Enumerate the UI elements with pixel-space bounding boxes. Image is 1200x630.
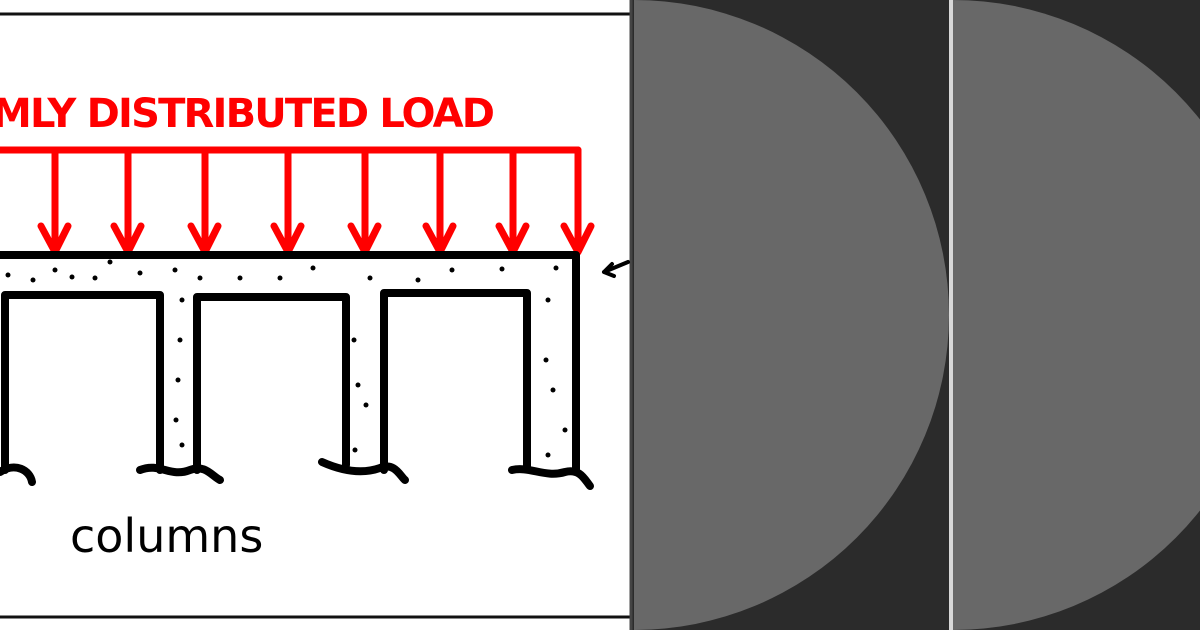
concrete-speckles (5, 259, 568, 458)
load-label: MLY DISTRIBUTED LOAD (0, 91, 497, 137)
speckle (499, 266, 505, 272)
speckle (69, 274, 75, 280)
speckle (92, 275, 98, 281)
beam-top-and-right-column (0, 251, 580, 474)
speckle (352, 447, 358, 453)
pointer-arrow-icon (602, 260, 630, 278)
opening-3 (380, 289, 531, 474)
beam-structure (0, 251, 594, 490)
speckle (237, 275, 243, 281)
speckle (355, 382, 361, 388)
speckle (175, 377, 181, 383)
ground-4 (508, 465, 594, 490)
speckle (351, 337, 357, 343)
speckle (415, 277, 421, 283)
ground-1 (0, 463, 36, 486)
speckle (137, 270, 143, 276)
speckle (5, 272, 11, 278)
speckle (310, 265, 316, 271)
columns-label: columns (70, 509, 263, 563)
speckle (172, 267, 178, 273)
speckle (543, 357, 549, 363)
speckle (562, 427, 568, 433)
speckle (277, 275, 283, 281)
gray-circle-1 (634, 0, 949, 630)
speckle (30, 277, 36, 283)
speckle (177, 337, 183, 343)
opening-1 (1, 291, 164, 474)
speckle (173, 417, 179, 423)
speckle (550, 387, 556, 393)
ground-3 (318, 458, 409, 484)
ground-2 (136, 463, 224, 484)
opening-2 (193, 293, 350, 474)
speckle (553, 265, 559, 271)
speckle (363, 402, 369, 408)
speckle (367, 275, 373, 281)
speckle (197, 275, 203, 281)
speckle (179, 442, 185, 448)
speckle (179, 297, 185, 303)
speckle (545, 452, 551, 458)
speckle (449, 267, 455, 273)
speckle (545, 297, 551, 303)
speckle (52, 267, 58, 273)
speckle (107, 259, 113, 265)
gray-circle-2 (953, 0, 1200, 630)
panel-divider (949, 0, 953, 630)
